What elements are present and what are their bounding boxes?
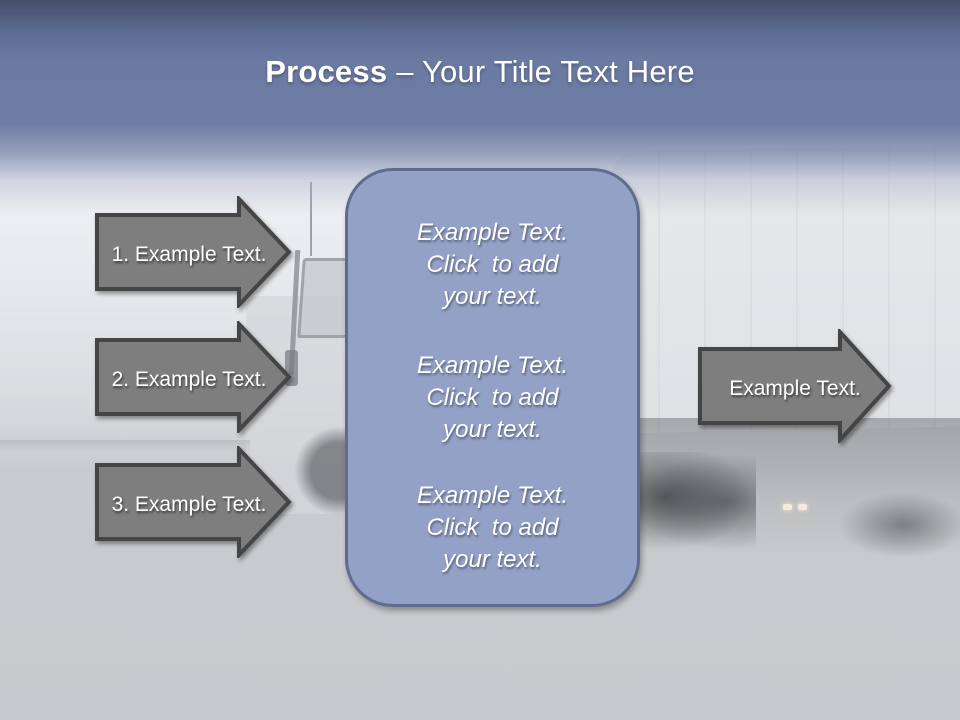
truck-light-right — [798, 504, 807, 510]
truck-shadow-smudge — [838, 492, 960, 558]
process-output-label: Example Text. — [729, 377, 861, 400]
truck-light-left — [783, 504, 792, 510]
slide-title: Process– Your Title Text Here — [0, 50, 960, 94]
truck-antenna — [310, 182, 312, 256]
process-step-3-label: 3. Example Text. — [111, 493, 267, 516]
process-step-2-label: 2. Example Text. — [111, 368, 267, 391]
process-step-1-arrow[interactable]: 1. Example Text. — [95, 196, 293, 308]
arrow-right-shape-icon — [95, 196, 292, 308]
panel-text-block-3[interactable]: Example Text. Click to add your text. — [416, 482, 569, 573]
panel-text-block-1[interactable]: Example Text. Click to add your text. — [416, 219, 569, 310]
arrow-right-shape-icon — [95, 446, 292, 558]
panel-text-block-2[interactable]: Example Text. Click to add your text. — [416, 352, 569, 443]
title-keyword: Process — [265, 54, 388, 89]
arrow-right-shape-icon — [698, 329, 892, 443]
road-horizon-line — [0, 440, 250, 452]
process-step-1-label: 1. Example Text. — [111, 243, 267, 266]
process-output-arrow[interactable]: Example Text. — [698, 329, 892, 443]
process-step-2-arrow[interactable]: 2. Example Text. — [95, 321, 293, 433]
arrow-right-shape-icon — [95, 321, 292, 433]
process-step-3-arrow[interactable]: 3. Example Text. — [95, 446, 293, 558]
title-subtitle: – Your Title Text Here — [396, 54, 695, 89]
center-text-panel[interactable]: Example Text. Click to add your text. Ex… — [345, 168, 640, 607]
truck-rear-wheels — [626, 452, 756, 552]
